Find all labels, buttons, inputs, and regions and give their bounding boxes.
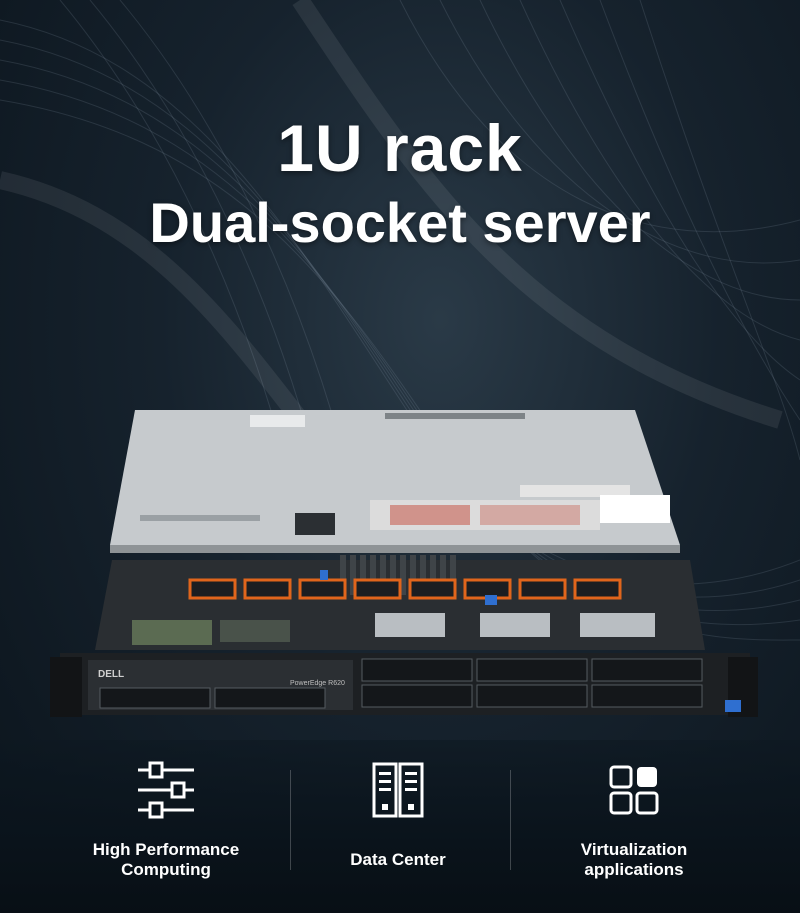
divider (510, 770, 511, 870)
feature-high-performance-computing: High Performance Computing (56, 740, 276, 913)
feature-label: Virtualization applications (524, 840, 744, 880)
feature-virtualization-applications: Virtualization applications (524, 740, 744, 913)
feature-data-center: Data Center (288, 740, 508, 913)
hero-title-line2: Dual-socket server (149, 191, 651, 254)
feature-label: Data Center (288, 850, 508, 870)
sliders-icon (138, 761, 194, 819)
divider (290, 770, 291, 870)
feature-label-line2: Computing (121, 860, 211, 879)
feature-label: High Performance Computing (56, 840, 276, 880)
server-racks-icon (372, 762, 424, 818)
server-brand: DELL (98, 669, 124, 680)
hero-title-line1: 1U rack (277, 111, 523, 185)
app-grid-icon (609, 765, 659, 815)
feature-label-line2: applications (584, 860, 684, 879)
feature-label-line1: High Performance (92, 840, 240, 859)
features-section: High Performance Computing (0, 740, 800, 913)
feature-label-line1: Virtualization (580, 840, 688, 859)
server-model: PowerEdge R620 (290, 680, 345, 687)
feature-label-line1: Data Center (350, 850, 446, 869)
server-illustration: DELL PowerEdge R620 (50, 410, 758, 717)
